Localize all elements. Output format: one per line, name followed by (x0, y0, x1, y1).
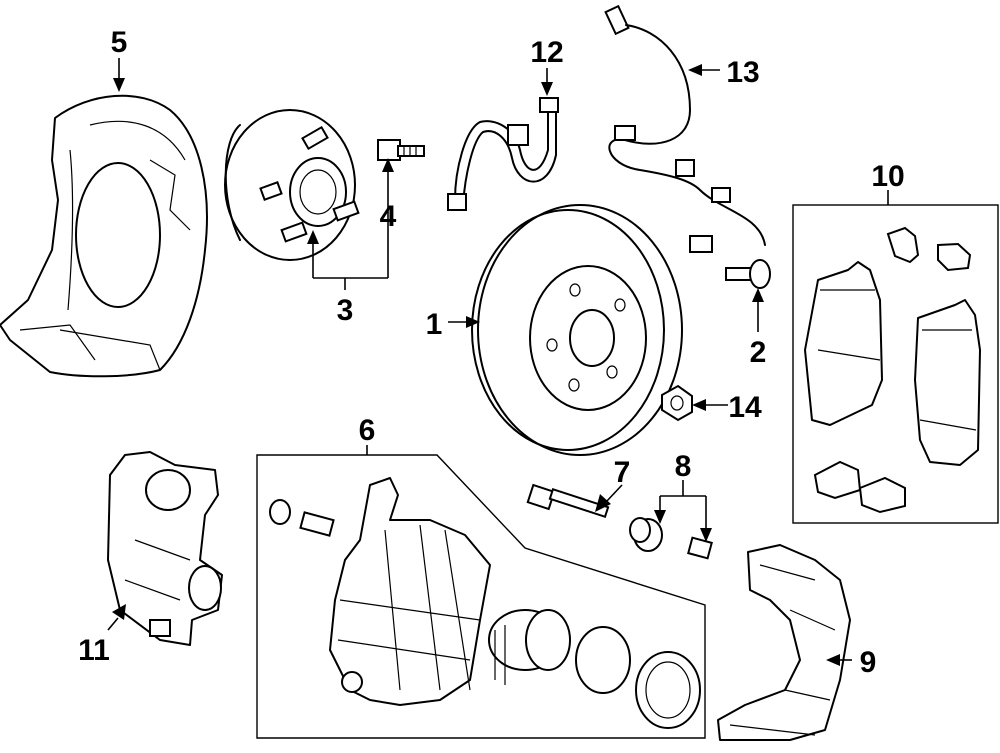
callout-13: 13 (726, 56, 759, 89)
callout-14: 14 (728, 391, 762, 424)
part-brake-hose (447, 97, 559, 211)
part-nut (661, 384, 693, 422)
part-caliper (269, 477, 701, 729)
part-rotor (471, 204, 683, 456)
part-rotor-screw (725, 259, 771, 289)
callout-2: 2 (750, 336, 767, 369)
callout-9: 9 (860, 646, 877, 679)
callout-12: 12 (530, 36, 563, 69)
leader-lines (107, 58, 889, 666)
part-parking-motor (107, 451, 223, 646)
part-guide-bolt (526, 483, 610, 518)
part-abs-sensor (604, 4, 766, 253)
caliper-kit-box (256, 454, 706, 739)
callout-11: 11 (78, 634, 110, 667)
callout-4: 4 (380, 200, 397, 233)
part-dust-shield (0, 94, 208, 378)
callout-5: 5 (111, 26, 128, 59)
callout-1: 1 (426, 308, 443, 341)
part-bushings (629, 517, 713, 560)
callout-10: 10 (871, 160, 904, 193)
callout-3: 3 (337, 294, 354, 327)
callout-7: 7 (614, 456, 631, 489)
part-hub-bolt (377, 139, 425, 161)
part-hub-bearing (224, 109, 360, 261)
part-brake-pads (792, 204, 999, 524)
callout-8: 8 (675, 450, 692, 483)
part-caliper-bracket (717, 544, 851, 741)
callout-6: 6 (359, 414, 376, 447)
